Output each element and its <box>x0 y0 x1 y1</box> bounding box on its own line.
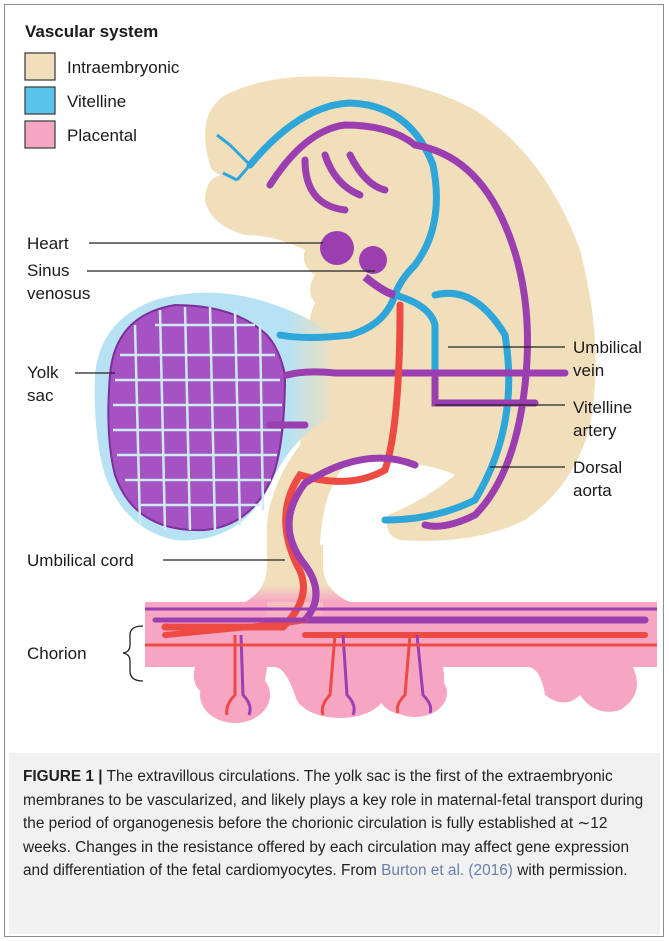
villus-2 <box>295 668 385 718</box>
label-umbilical-cord: Umbilical cord <box>27 551 134 570</box>
label-heart: Heart <box>27 234 69 253</box>
heart <box>320 231 354 265</box>
label-yolk-1: Yolk <box>27 363 59 382</box>
label-sinus-1: Sinus <box>27 261 70 280</box>
label-dorsal-aorta-2: aorta <box>573 481 612 500</box>
caption-citation-link[interactable]: Burton et al. (2016) <box>381 862 513 879</box>
legend-label-placental: Placental <box>67 126 137 145</box>
figure-frame: Vascular system Intraembryonic Vitelline… <box>4 4 664 937</box>
caption-figure-label: FIGURE 1 | <box>23 768 103 785</box>
label-sinus-2: venosus <box>27 284 90 303</box>
label-umbilical-vein-2: vein <box>573 361 604 380</box>
legend-label-vitelline: Vitelline <box>67 92 126 111</box>
villus-3 <box>383 669 447 717</box>
legend-swatch-placental <box>25 121 55 148</box>
chorion-brace <box>123 626 143 681</box>
label-chorion: Chorion <box>27 644 87 663</box>
heart-chamber <box>359 246 387 274</box>
label-dorsal-aorta-1: Dorsal <box>573 458 622 477</box>
legend-label-intraembryonic: Intraembryonic <box>67 58 180 77</box>
label-umbilical-vein-1: Umbilical <box>573 338 642 357</box>
caption-text-end: with permission. <box>513 862 628 879</box>
legend-swatch-intraembryonic <box>25 53 55 80</box>
label-vitelline-artery-2: artery <box>573 421 617 440</box>
vascular-diagram: Vascular system Intraembryonic Vitelline… <box>5 5 665 750</box>
legend-swatch-vitelline <box>25 87 55 114</box>
label-vitelline-artery-1: Vitelline <box>573 398 632 417</box>
label-yolk-2: sac <box>27 386 54 405</box>
legend-title: Vascular system <box>25 22 158 41</box>
diagram-svg: Vascular system Intraembryonic Vitelline… <box>5 5 665 750</box>
figure-caption: FIGURE 1 | The extravillous circulations… <box>9 753 660 934</box>
